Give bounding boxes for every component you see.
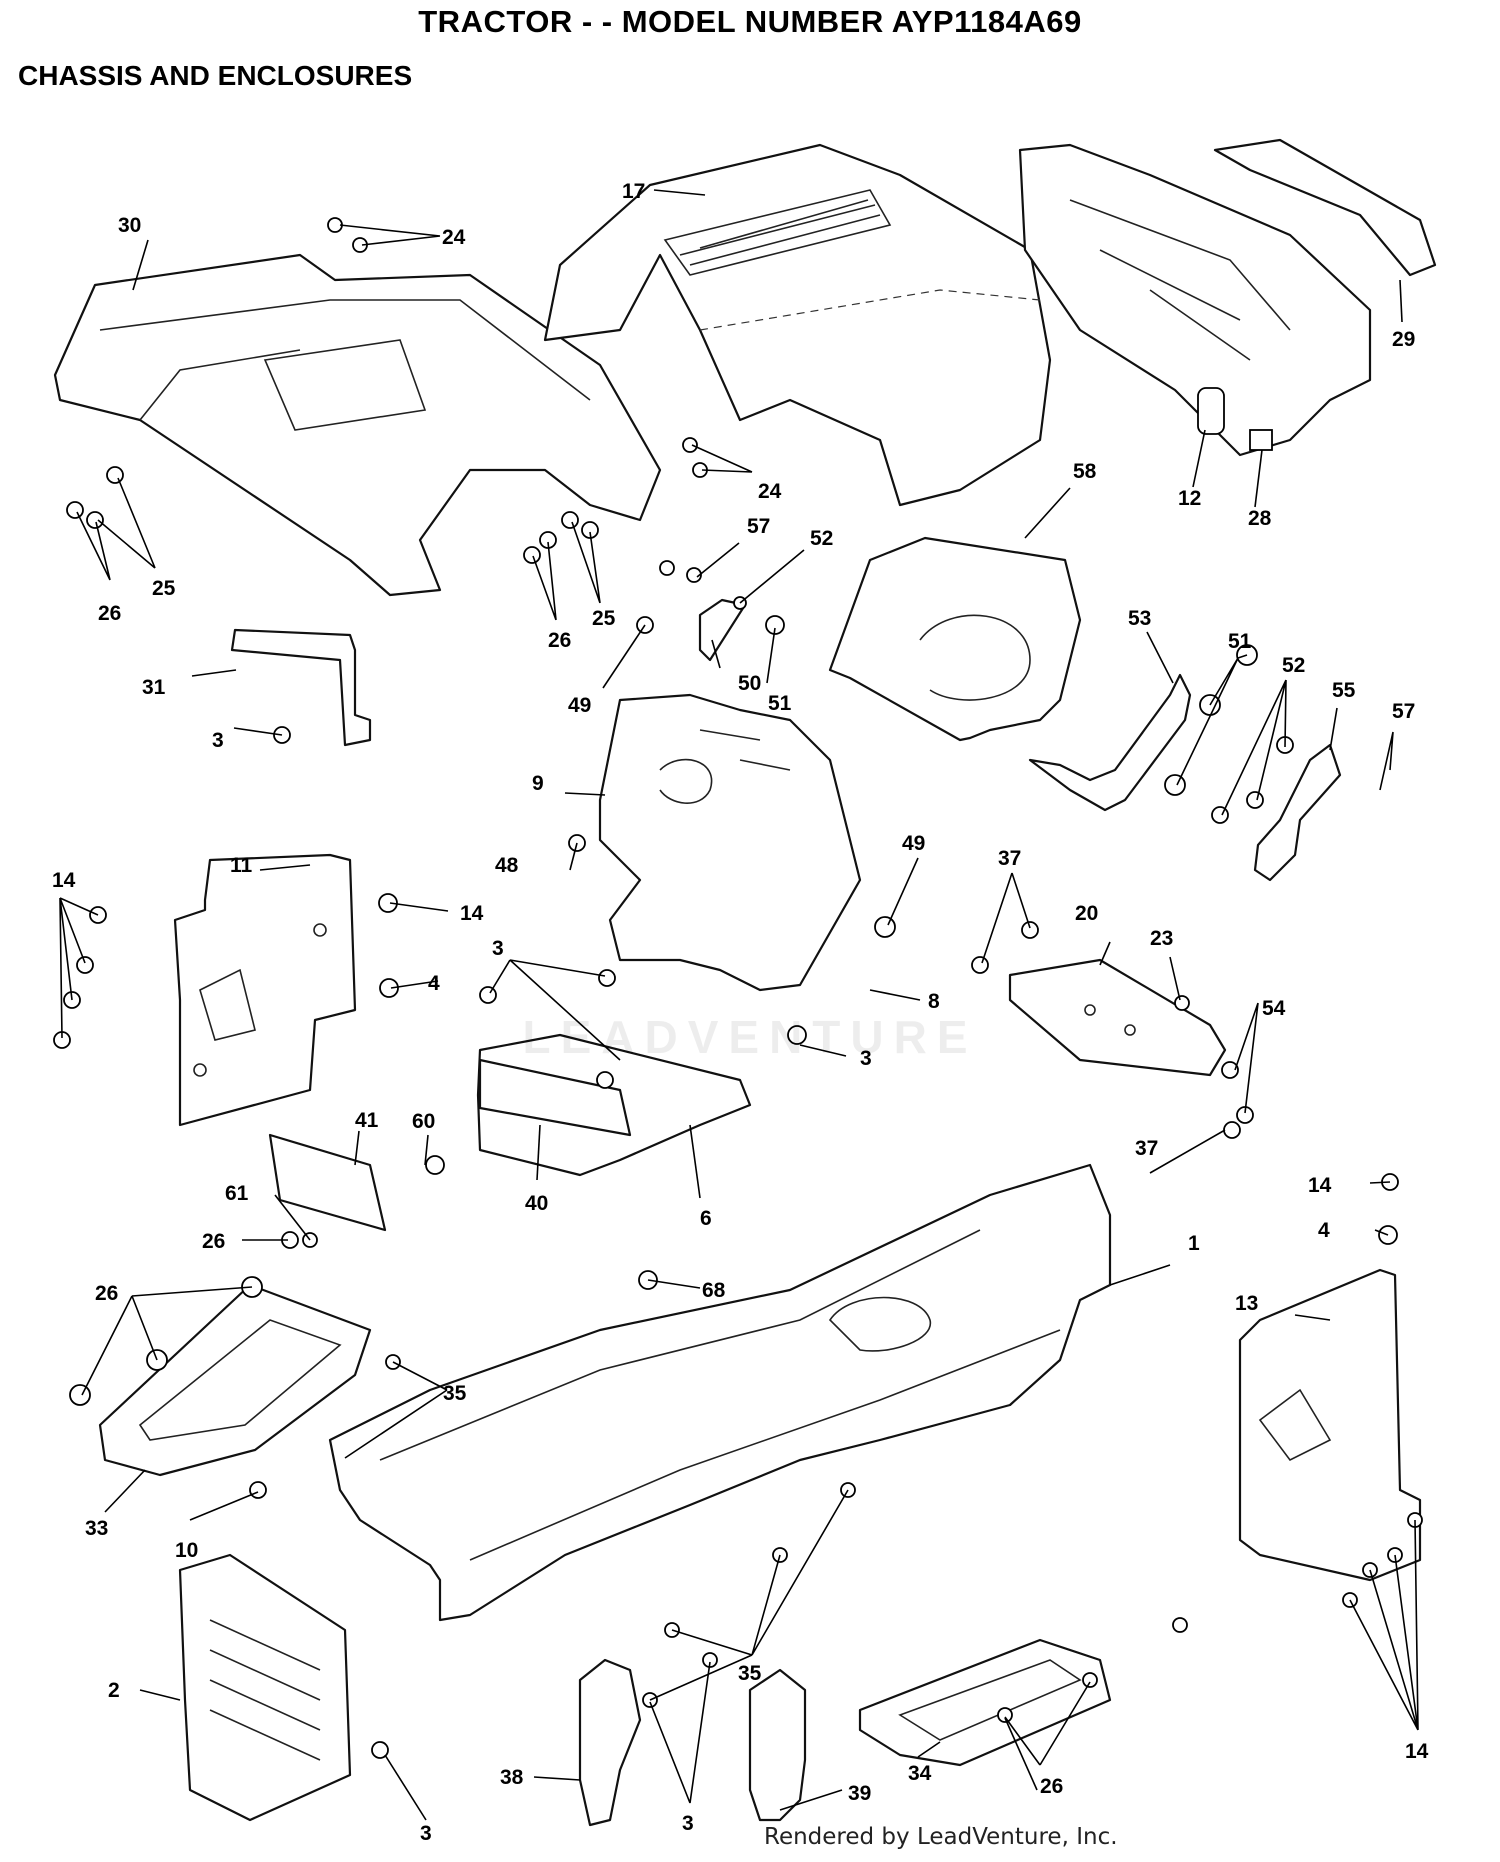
callout-25: 25 <box>152 577 176 600</box>
callout-40: 40 <box>525 1192 548 1215</box>
callout-3: 3 <box>420 1822 432 1845</box>
callout-3: 3 <box>860 1047 872 1070</box>
part-link-50 <box>698 598 747 662</box>
callout-39: 39 <box>848 1782 871 1805</box>
callout-31: 31 <box>142 676 166 699</box>
callout-11: 11 <box>230 854 253 877</box>
callout-57: 57 <box>1392 700 1415 723</box>
callout-3: 3 <box>212 729 224 752</box>
callout-20: 20 <box>1075 902 1098 925</box>
part-side-panel-right <box>1238 1268 1422 1582</box>
part-bracket-55 <box>1253 743 1342 882</box>
part-floor-plate <box>476 1033 752 1177</box>
callout-2: 2 <box>108 1679 120 1702</box>
part-belt-cover <box>828 536 1082 742</box>
callout-55: 55 <box>1332 679 1356 702</box>
part-bracket-28 <box>1249 429 1273 451</box>
callout-37: 37 <box>1135 1137 1158 1160</box>
callout-52: 52 <box>810 527 833 550</box>
callout-numbers: 30 24 17 29 24 25 26 12 28 58 57 52 26 2… <box>52 180 1429 1845</box>
callout-29: 29 <box>1392 328 1415 351</box>
callout-12: 12 <box>1178 487 1201 510</box>
callout-41: 41 <box>355 1109 379 1132</box>
footer-credit: Rendered by LeadVenture, Inc. <box>764 1824 1118 1850</box>
part-front-panel <box>178 1553 352 1822</box>
callout-52: 52 <box>1282 654 1305 677</box>
callout-14: 14 <box>1405 1740 1429 1763</box>
part-hood <box>543 143 1052 507</box>
callout-1: 1 <box>1188 1232 1200 1255</box>
part-main-frame <box>328 1163 1112 1622</box>
callout-49: 49 <box>568 694 591 717</box>
callout-26: 26 <box>548 629 571 652</box>
callout-61: 61 <box>225 1182 249 1205</box>
callout-14: 14 <box>52 869 76 892</box>
callout-14: 14 <box>460 902 484 925</box>
callout-3: 3 <box>682 1812 694 1835</box>
page-title: TRACTOR - - MODEL NUMBER AYP1184A69 <box>418 4 1082 39</box>
callout-25: 25 <box>592 607 616 630</box>
callout-60: 60 <box>412 1110 435 1133</box>
part-side-panel-left <box>173 853 357 1127</box>
callout-37: 37 <box>998 847 1021 870</box>
callout-51: 51 <box>768 692 792 715</box>
part-footrest-plate <box>1008 958 1227 1077</box>
callout-57: 57 <box>747 515 770 538</box>
callout-23: 23 <box>1150 927 1173 950</box>
callout-8: 8 <box>928 990 940 1013</box>
callout-35: 35 <box>443 1382 467 1405</box>
callout-54: 54 <box>1262 997 1286 1020</box>
callout-26: 26 <box>98 602 121 625</box>
part-bracket-39 <box>748 1668 807 1822</box>
part-step-right <box>858 1638 1112 1767</box>
part-grille <box>1018 138 1437 457</box>
callout-38: 38 <box>500 1766 524 1789</box>
callout-24: 24 <box>758 480 782 503</box>
leader-lines <box>59 189 1419 1821</box>
callout-10: 10 <box>175 1539 198 1562</box>
callout-58: 58 <box>1073 460 1097 483</box>
section-subtitle: CHASSIS AND ENCLOSURES <box>18 60 413 91</box>
callout-34: 34 <box>908 1762 932 1785</box>
callout-48: 48 <box>495 854 519 877</box>
callout-49: 49 <box>902 832 925 855</box>
callout-51: 51 <box>1228 630 1252 653</box>
callout-50: 50 <box>738 672 761 695</box>
callout-26: 26 <box>1040 1775 1063 1798</box>
callout-13: 13 <box>1235 1292 1258 1315</box>
callout-26: 26 <box>202 1230 225 1253</box>
callout-28: 28 <box>1248 507 1272 530</box>
callout-6: 6 <box>700 1207 712 1230</box>
part-bracket-38 <box>578 1658 642 1827</box>
part-fender <box>53 253 662 597</box>
part-bracket-12 <box>1197 387 1225 435</box>
callout-3: 3 <box>492 937 504 960</box>
callout-4: 4 <box>1318 1219 1330 1242</box>
callout-9: 9 <box>532 772 544 795</box>
callout-14: 14 <box>1308 1174 1332 1197</box>
part-bracket-31 <box>230 628 372 747</box>
callout-53: 53 <box>1128 607 1151 630</box>
callout-17: 17 <box>622 180 645 203</box>
part-step-left <box>98 1283 372 1477</box>
part-bracket-53 <box>1028 673 1192 812</box>
part-dash-panel <box>598 693 862 992</box>
callout-35: 35 <box>738 1662 762 1685</box>
part-plate-41 <box>268 1133 387 1232</box>
callout-30: 30 <box>118 214 141 237</box>
watermark-text: LEADVENTURE <box>522 1011 978 1063</box>
callout-26: 26 <box>95 1282 118 1305</box>
callout-4: 4 <box>428 972 440 995</box>
callout-24: 24 <box>442 226 466 249</box>
callout-68: 68 <box>702 1279 726 1302</box>
callout-33: 33 <box>85 1517 108 1540</box>
